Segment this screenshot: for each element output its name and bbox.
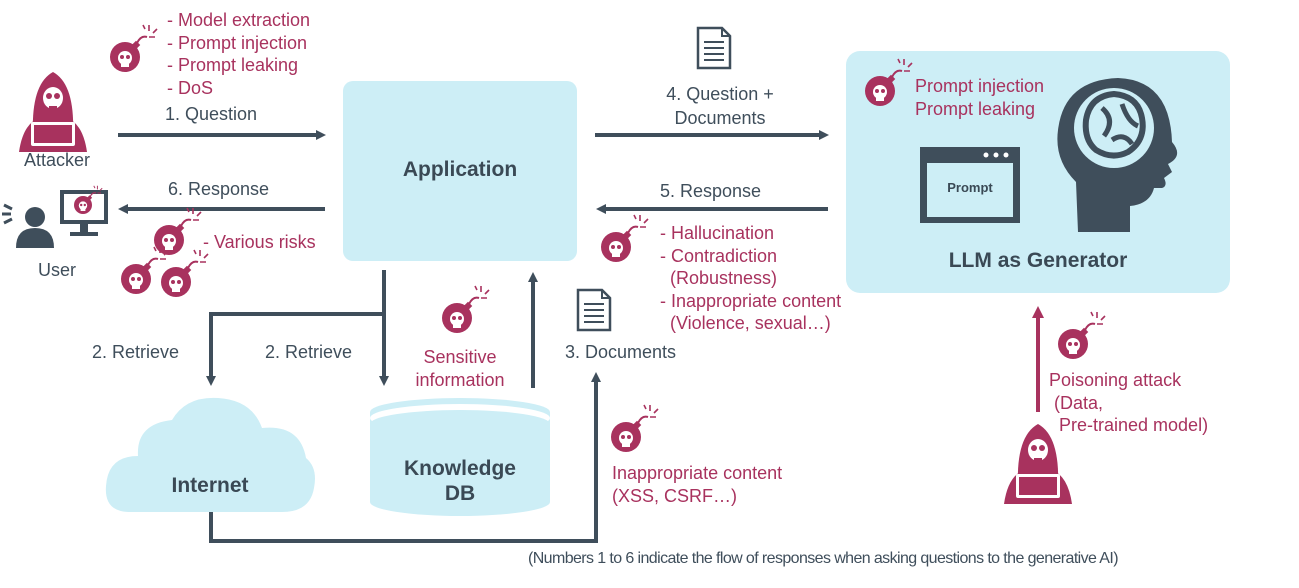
- bomb-icon-user-3: [160, 249, 209, 298]
- flow-question: 1. Question: [165, 104, 258, 124]
- risk-item: - Inappropriate content: [660, 290, 842, 311]
- attacker-risk-list: - Model extraction - Prompt injection - …: [167, 9, 310, 99]
- risk-item: - Prompt leaking: [167, 55, 299, 75]
- llm-label: LLM as Generator: [948, 249, 1128, 272]
- arrow-retrieve: [206, 270, 386, 386]
- risk-item: (Violence, sexual…): [660, 313, 831, 333]
- bomb-icon-user-2: [120, 246, 169, 295]
- prompt-window-label: Prompt: [947, 180, 993, 195]
- risk-item: - Hallucination: [660, 223, 775, 243]
- internet-cloud: [105, 397, 315, 512]
- knowledge-db-label: Knowledge DB: [370, 456, 550, 506]
- bomb-icon-response: [600, 214, 649, 263]
- risk-item: - Contradiction: [660, 245, 778, 266]
- risk-item: - Model extraction: [167, 10, 311, 30]
- attacker-icon: [19, 72, 87, 152]
- flow-response: 6. Response: [168, 179, 270, 199]
- flow-llm-response: 5. Response: [660, 181, 762, 201]
- flow-question-docs-line2: Documents: [674, 108, 766, 128]
- flow-retrieve-left: 2. Retrieve: [92, 342, 180, 362]
- knowledge-db-line2: DB: [444, 482, 476, 505]
- application-box: [343, 81, 577, 261]
- sensitive-risk: Sensitive information: [400, 346, 520, 391]
- arrow-documents: [209, 372, 601, 543]
- internet-label: Internet: [171, 474, 249, 497]
- user-label: User: [38, 260, 77, 280]
- risk-item: Prompt injection: [915, 76, 1045, 96]
- document-icon-bottom: [576, 288, 612, 332]
- application-label: Application: [402, 158, 518, 181]
- llm-risk-list: Prompt injection Prompt leaking: [915, 75, 1044, 120]
- risk-item: Inappropriate content: [612, 463, 783, 483]
- documents-risk-list: Inappropriate content (XSS, CSRF…): [612, 462, 782, 507]
- attacker-label: Attacker: [24, 150, 91, 170]
- footnote: (Numbers 1 to 6 indicate the flow of res…: [528, 550, 1119, 567]
- bomb-icon-poisoning: [1057, 311, 1106, 360]
- database-cylinder: [370, 398, 550, 516]
- user-icon: [2, 190, 108, 248]
- flow-documents: 3. Documents: [565, 342, 677, 362]
- risk-item: Pre-trained model): [1049, 415, 1209, 435]
- brain-head-icon: [1057, 78, 1178, 232]
- risk-item: (XSS, CSRF…): [612, 485, 738, 506]
- user-risk: - Various risks: [203, 232, 316, 252]
- knowledge-db-line1: Knowledge: [403, 457, 516, 480]
- response-risk-list: - Hallucination - Contradiction (Robustn…: [660, 222, 841, 335]
- bomb-icon-user-1: [153, 207, 202, 256]
- flow-question-docs: 4. Question + Documents: [620, 82, 820, 130]
- risk-item: - DoS: [167, 77, 214, 98]
- sensitive-line2: information: [415, 369, 505, 390]
- risk-item: Prompt leaking: [915, 98, 1036, 119]
- bomb-icon-attacker: [109, 24, 158, 73]
- risk-item: (Robustness): [660, 268, 778, 288]
- flow-question-docs-line1: 4. Question +: [666, 84, 774, 104]
- document-icon-top: [696, 26, 732, 70]
- bomb-icon-documents: [610, 404, 659, 453]
- prompt-window-icon: [920, 147, 1020, 223]
- risk-item: Poisoning attack: [1049, 370, 1182, 390]
- risk-item: (Data,: [1049, 392, 1104, 413]
- sensitive-line1: Sensitive: [423, 347, 497, 367]
- flow-retrieve-right: 2. Retrieve: [265, 342, 353, 362]
- bomb-icon-sensitive: [441, 285, 490, 334]
- poisoning-risk-list: Poisoning attack (Data, Pre-trained mode…: [1049, 369, 1208, 437]
- risk-item: - Prompt injection: [167, 32, 308, 53]
